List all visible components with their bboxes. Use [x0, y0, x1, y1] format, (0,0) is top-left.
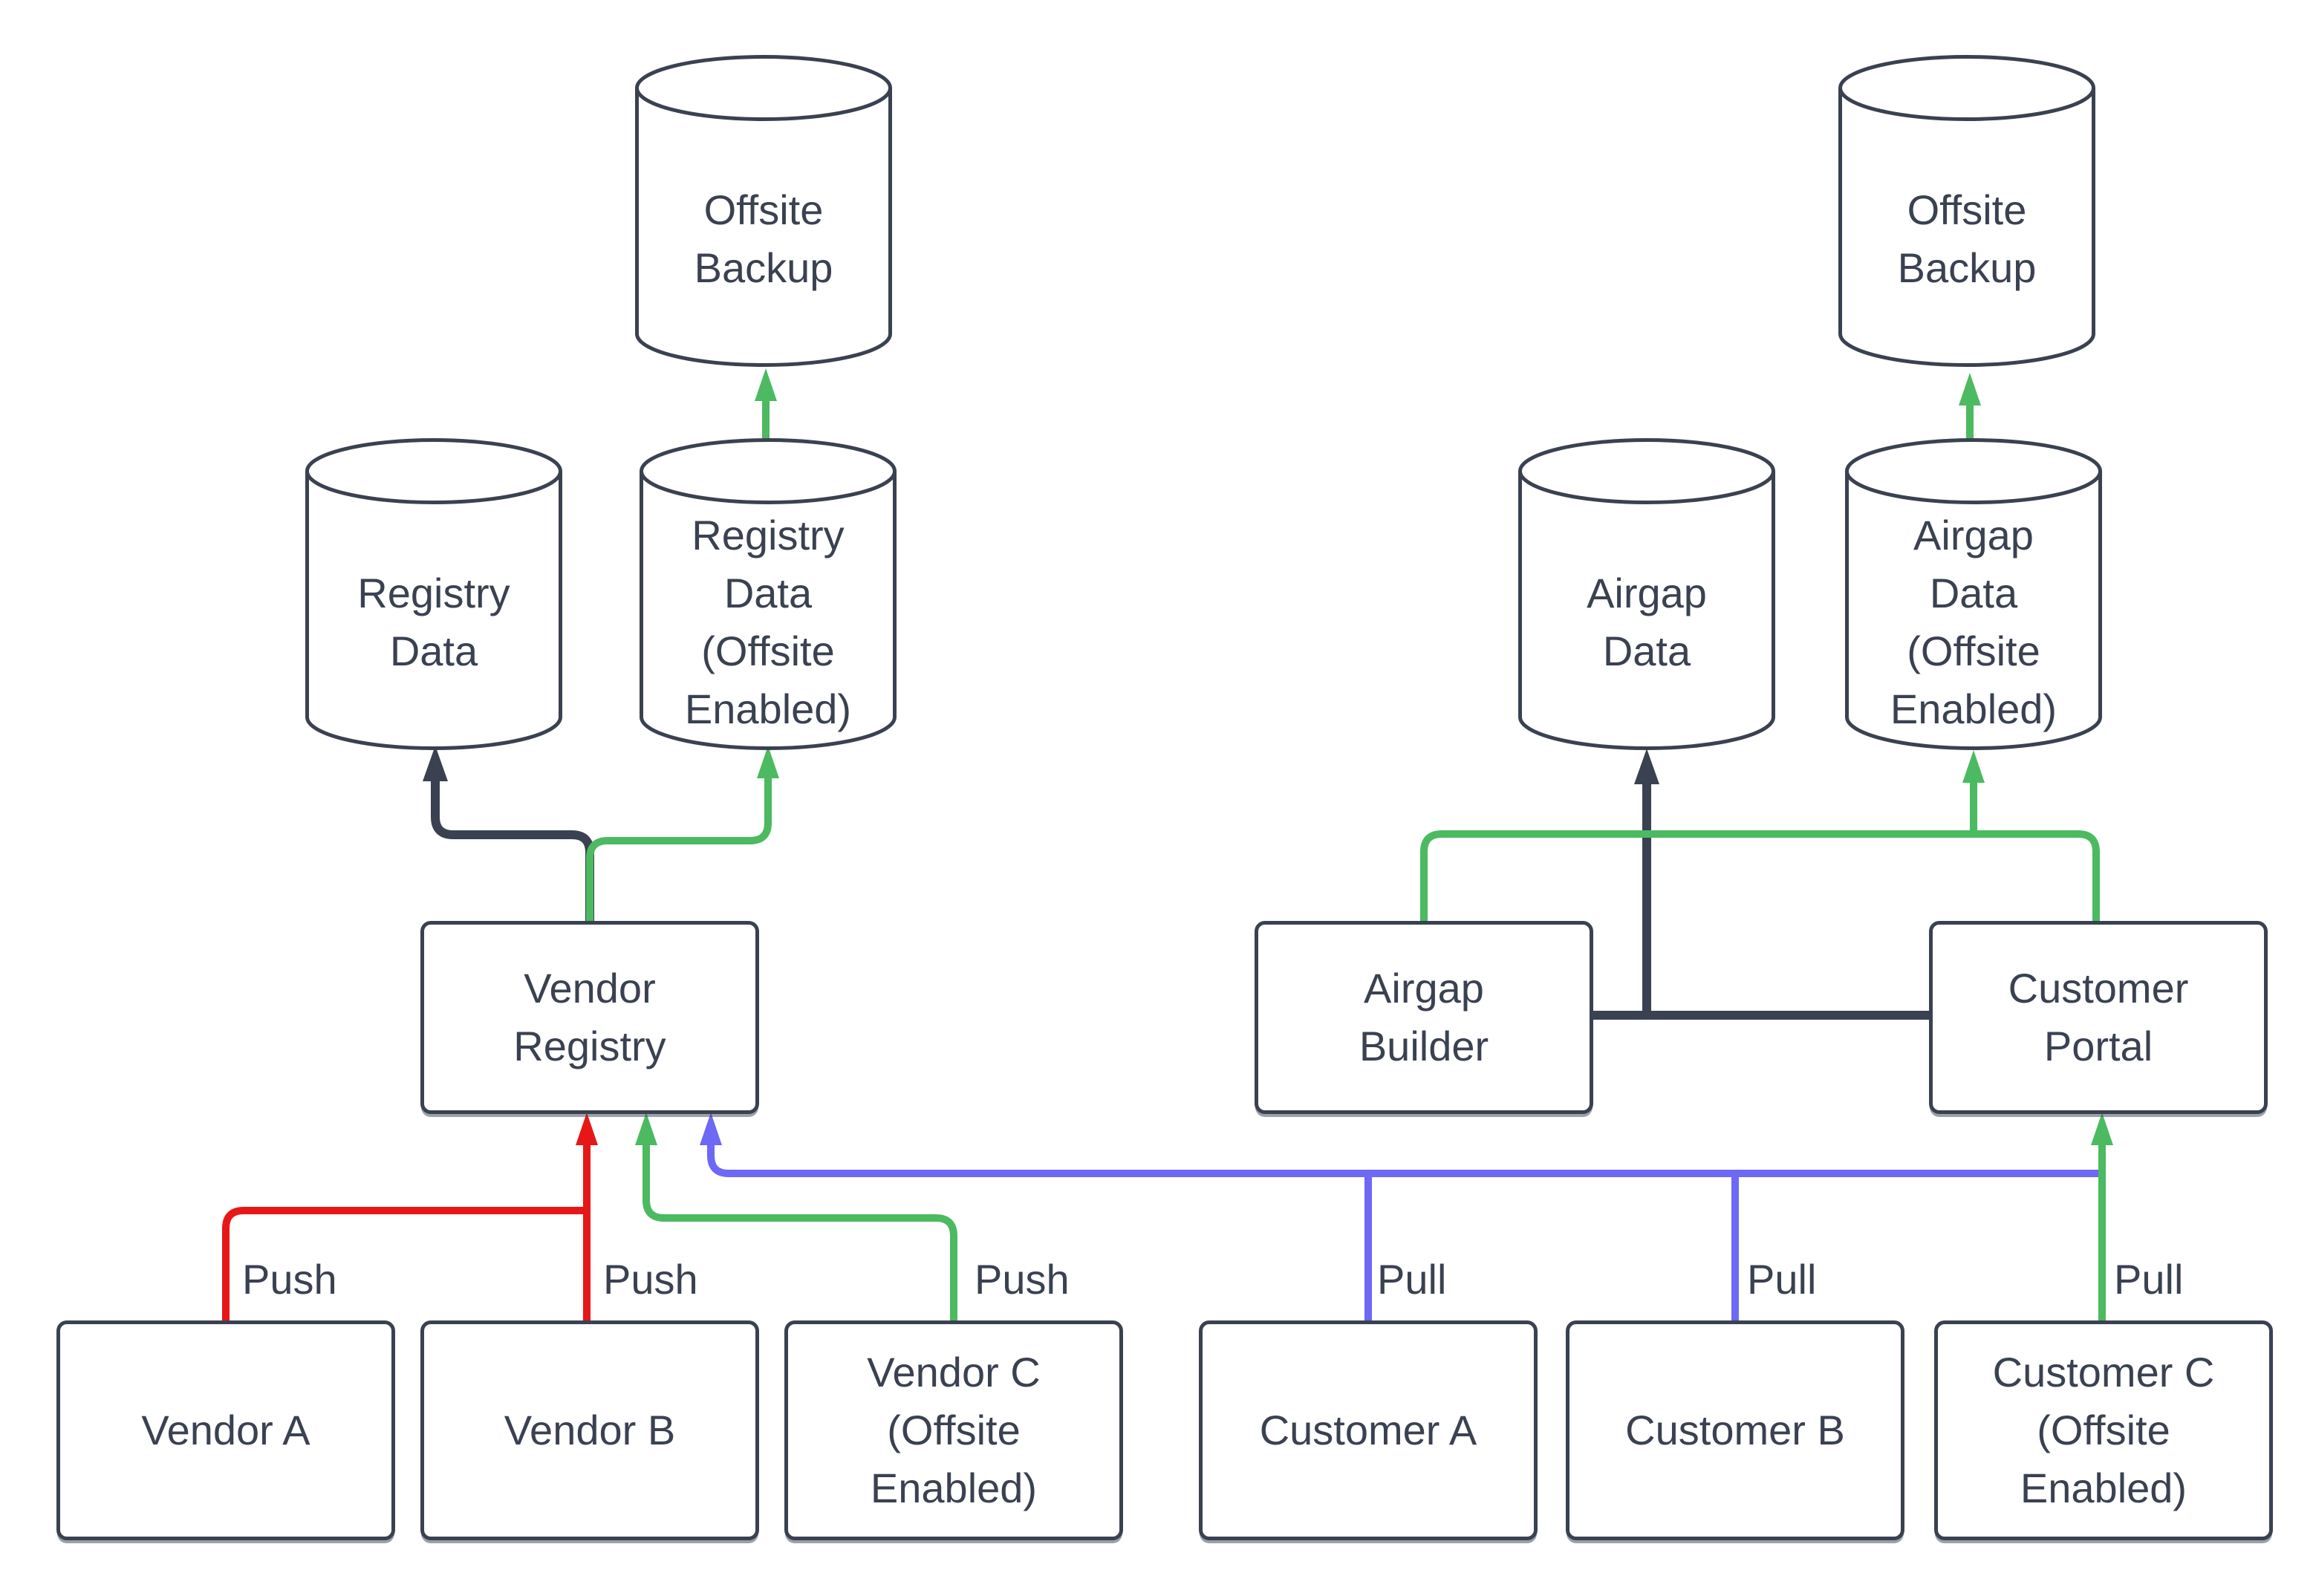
arrowhead-airgap-data-offsite: [1962, 750, 1985, 783]
node-label: Vendor B: [504, 1407, 676, 1453]
node-registry-data: Registry Data: [305, 438, 562, 750]
node-customer-b: Customer B: [1566, 1320, 1904, 1540]
node-label: Registry Data (Offsite Enabled): [684, 512, 852, 732]
node-label: Airgap Builder: [1359, 965, 1489, 1069]
node-vendor-c: Vendor C (Offsite Enabled): [784, 1320, 1123, 1540]
edge-label-push-vendor-b: Push: [603, 1256, 698, 1303]
arrowhead-airgap-data: [1634, 749, 1659, 784]
arrowhead-pull-green: [2091, 1113, 2113, 1145]
node-label: Airgap Data: [1587, 570, 1707, 674]
arrowhead-pull-blue: [700, 1113, 722, 1145]
cylinder-shape: [1838, 55, 2095, 367]
arrowhead-push-red: [576, 1113, 598, 1145]
edge-airgap-builder-customer-portal-green: [1420, 830, 2100, 922]
node-airgap-data-offsite: Airgap Data (Offsite Enabled): [1845, 438, 2102, 750]
node-offsite-backup-right: Offsite Backup: [1838, 55, 2095, 367]
node-label: Customer C (Offsite Enabled): [1992, 1349, 2215, 1511]
node-label: Airgap Data (Offsite Enabled): [1890, 512, 2057, 732]
cylinder-shape: [635, 55, 892, 367]
node-customer-a: Customer A: [1199, 1320, 1538, 1540]
node-label: Customer A: [1259, 1407, 1477, 1453]
edge-vendor-registry-to-registry-data-offsite: [586, 746, 779, 922]
node-vendor-a: Vendor A: [56, 1320, 395, 1540]
edge-label-pull-customer-b: Pull: [1747, 1256, 1817, 1303]
node-vendor-b: Vendor B: [420, 1320, 759, 1540]
edge-green-branch-to-airgap-data-offsite: [1962, 750, 1985, 834]
node-label: Offsite Backup: [694, 186, 833, 291]
node-label: Vendor Registry: [513, 965, 666, 1069]
arrowhead-offsite-backup-left: [755, 368, 777, 401]
node-label: Customer Portal: [2008, 965, 2189, 1069]
node-airgap-builder: Airgap Builder: [1255, 921, 1593, 1114]
node-label: Offsite Backup: [1897, 186, 2037, 291]
edge-airgap-pipeline-to-airgap-data: [1634, 749, 1659, 1015]
cylinder-shape: [305, 438, 562, 750]
cylinder-shape: [1845, 438, 2102, 750]
cylinder-shape: [1518, 438, 1775, 750]
arrowhead-push-green: [635, 1113, 657, 1145]
arrowhead-registry-data: [423, 746, 448, 781]
node-label: Customer B: [1625, 1407, 1845, 1453]
edge-airgap-data-offsite-to-offsite-backup: [1959, 373, 1981, 444]
node-label: Registry Data: [357, 570, 510, 674]
node-label: Vendor A: [141, 1407, 310, 1453]
cylinder-shape: [640, 438, 897, 750]
edge-registry-data-offsite-to-offsite-backup: [755, 368, 777, 440]
arrowhead-offsite-backup-right: [1959, 373, 1981, 405]
edge-label-pull-customer-c: Pull: [2114, 1256, 2184, 1303]
arrowhead-registry-data-offsite: [757, 746, 779, 778]
edge-label-pull-customer-a: Pull: [1377, 1256, 1447, 1303]
edge-vendor-c-to-vendor-registry: [635, 1113, 957, 1320]
edge-customer-c-to-customer-portal: [2091, 1113, 2113, 1320]
node-offsite-backup-left: Offsite Backup: [635, 55, 892, 367]
edge-vendor-a-to-vendor-registry: [222, 1207, 587, 1320]
node-registry-data-offsite: Registry Data (Offsite Enabled): [640, 438, 897, 750]
edge-label-push-vendor-c: Push: [975, 1256, 1070, 1303]
edge-label-push-vendor-a: Push: [242, 1256, 337, 1303]
node-customer-portal: Customer Portal: [1929, 921, 2268, 1114]
edge-blue-trunk-to-vendor-registry: [700, 1113, 2099, 1177]
node-customer-c: Customer C (Offsite Enabled): [1934, 1320, 2273, 1540]
node-label: Vendor C (Offsite Enabled): [867, 1349, 1041, 1511]
node-airgap-data: Airgap Data: [1518, 438, 1775, 750]
edge-vendor-b-to-vendor-registry: [576, 1113, 598, 1320]
node-vendor-registry: Vendor Registry: [420, 921, 759, 1114]
edge-vendor-registry-to-registry-data: [423, 746, 594, 922]
